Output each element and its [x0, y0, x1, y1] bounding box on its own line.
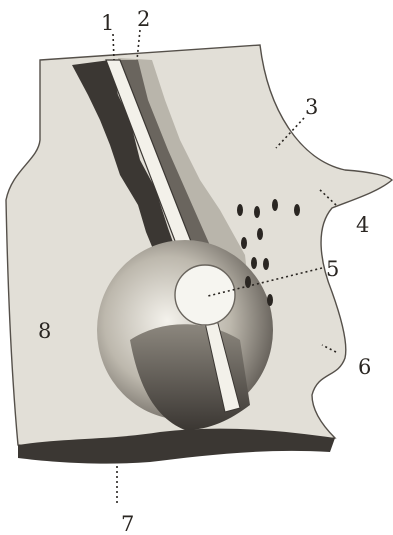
- label-5: 5: [326, 257, 339, 281]
- label-2: 2: [137, 7, 150, 31]
- label-4: 4: [356, 213, 369, 237]
- label-6: 6: [358, 355, 371, 379]
- label-7: 7: [121, 512, 134, 535]
- joint-head: [175, 265, 235, 325]
- label-3: 3: [305, 95, 318, 119]
- label-1: 1: [101, 11, 114, 35]
- label-8: 8: [38, 319, 51, 343]
